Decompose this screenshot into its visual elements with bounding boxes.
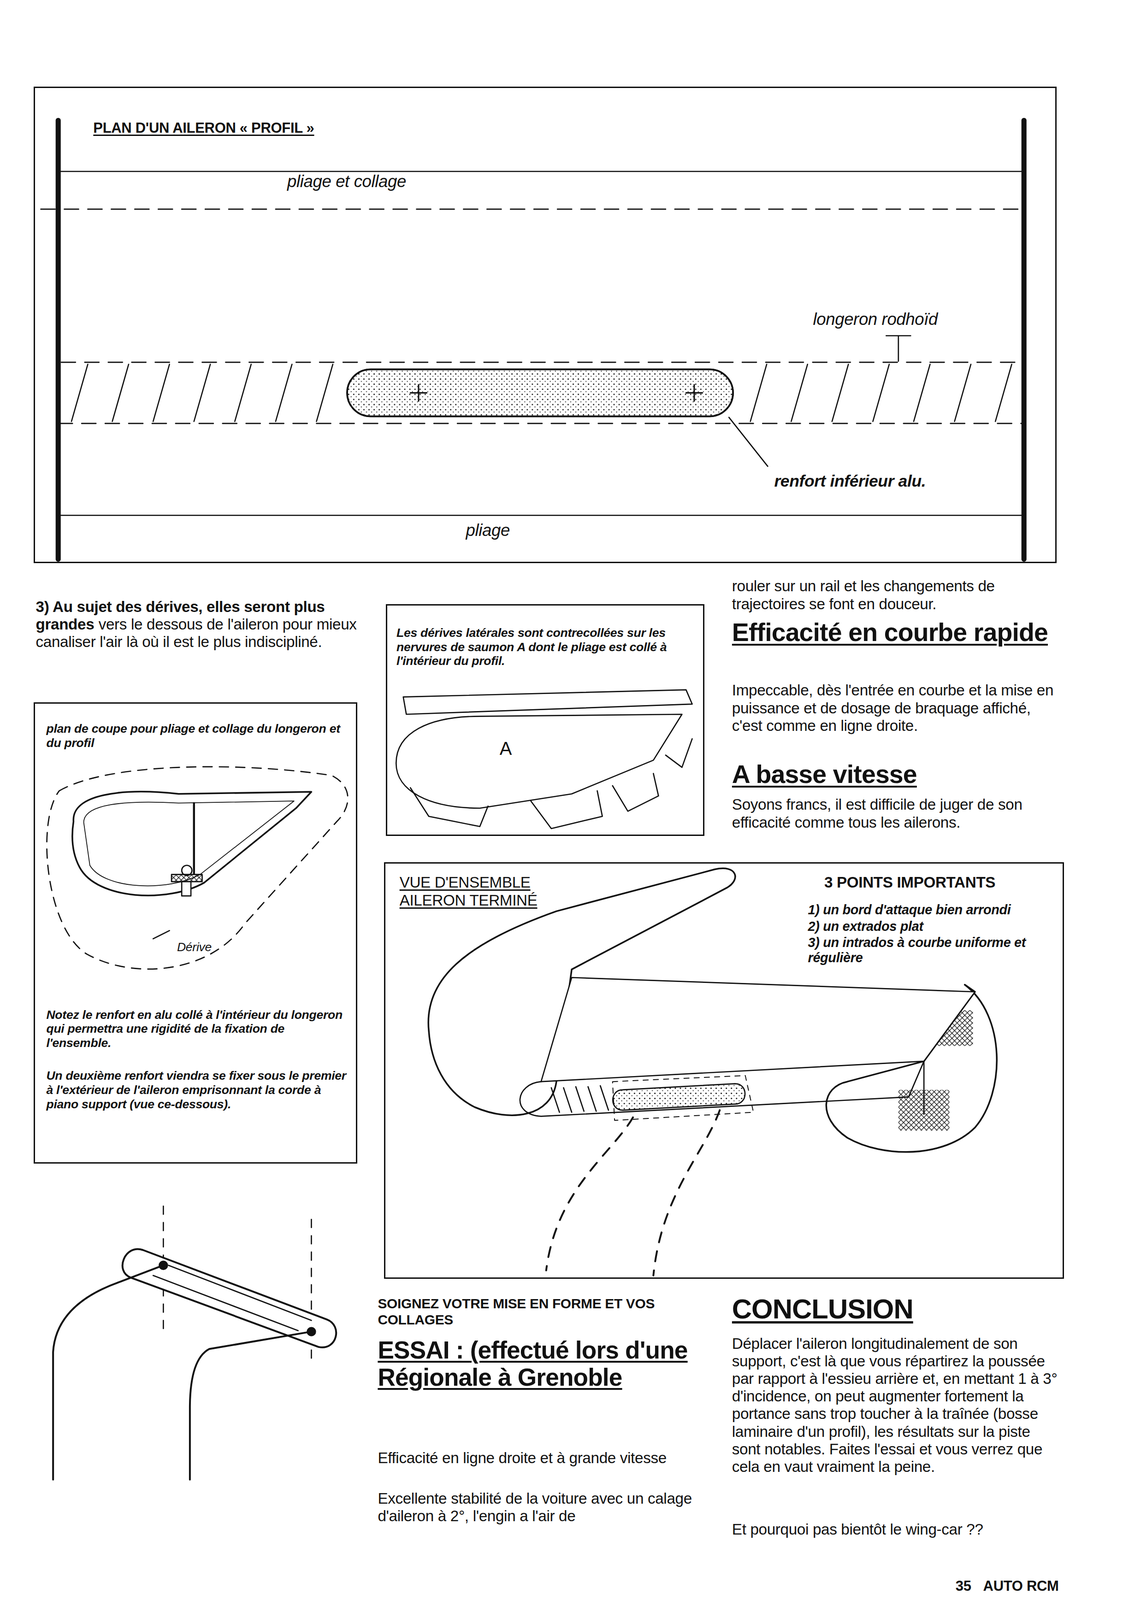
figure-title: PLAN D'UN AILERON « PROFIL » [93,119,314,137]
section-heading: ESSAI : (effectué lors d'une Régionale à… [377,1337,715,1392]
body-text: Et pourquoi pas bientôt le wing-car ?? [732,1521,1062,1539]
plan-frame: PLAN D'UN AILERON « PROFIL » pliage et co… [33,86,1057,564]
fold-label: pliage [466,520,510,541]
part-letter: A [499,738,512,760]
list-heading: 3 POINTS IMPORTANTS [824,874,1052,892]
magazine-name: AUTO RCM [983,1578,1059,1596]
body-text: Impeccable, dès l'entrée en courbe et la… [732,681,1062,735]
fold-label: pliage et collage [287,171,407,192]
profile-rib-drawing [396,690,692,829]
list-item: 3) un intrados à courbe uniforme et régu… [807,935,1058,966]
body-text: Soyons francs, il est difficile de juger… [732,796,1062,832]
figure-title: VUE D'ENSEMBLE AILERON TERMINÉ [399,874,545,910]
cross-section-drawing [47,767,349,970]
list-item: 1) un bord d'attaque bien arrondi [807,902,1058,918]
caption-text: plan de coupe pour pliage et collage du … [46,721,345,751]
caption-box: plan de coupe pour pliage et collage du … [33,702,358,1165]
figure-frame: VUE D'ENSEMBLE AILERON TERMINÉ 3 POINTS I… [384,862,1064,1280]
part-label: renfort inférieur alu. [774,472,926,491]
body-text: Excellente stabilité de la voiture avec … [377,1490,710,1526]
section-heading: A basse vitesse [732,760,1062,789]
part-label: Dérive [177,940,212,955]
body-text: rouler sur un rail et les changements de… [732,577,1062,613]
note-text: Un deuxième renfort viendra se fixer sou… [46,1069,351,1112]
list-item: 2) un extrados plat [807,919,1058,935]
note-text: Notez le renfort en alu collé à l'intéri… [46,1008,351,1051]
body-text: Efficacité en ligne droite et à grande v… [377,1449,710,1468]
page-number: 35 [955,1578,972,1596]
support-wire-drawing [53,1206,337,1480]
caption-text: Les dérives latérales sont contrecollées… [396,626,699,669]
body-text: Déplacer l'aileron longitudinalement de … [732,1335,1062,1477]
section-heading: Efficacité en courbe rapide [732,618,1062,647]
section-heading: CONCLUSION [732,1294,1062,1325]
caption-box: Les dérives latérales sont contrecollées… [385,604,705,837]
paragraph: 3) Au sujet des dérives, elles seront pl… [35,598,361,652]
kicker-text: SOIGNEZ VOTRE MISE EN FORME ET VOS COLLA… [377,1296,715,1329]
wing-plan-drawing [41,120,1025,560]
part-label: longeron rodhoïd [813,309,938,330]
